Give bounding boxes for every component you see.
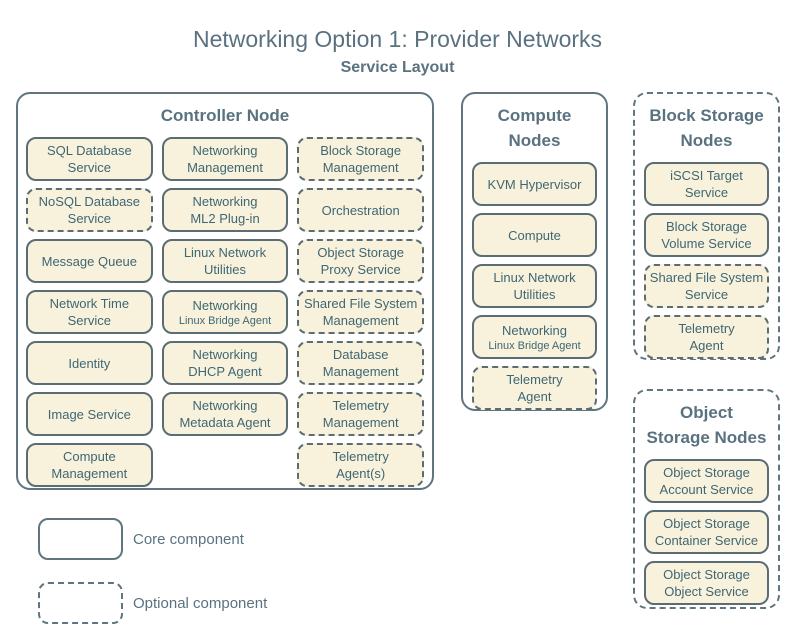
service-object-storage-object: Object Storage Object Service	[644, 561, 769, 605]
object-storage-nodes: Object Storage Nodes Object Storage Acco…	[633, 389, 780, 609]
service-message-queue: Message Queue	[26, 239, 153, 283]
service-image-service: Image Service	[26, 392, 153, 436]
core-component-label: Core component	[133, 530, 244, 548]
optional-component-label: Optional component	[133, 594, 268, 612]
service-object-storage-account: Object Storage Account Service	[644, 459, 769, 503]
service-telemetry-management: Telemetry Management	[297, 392, 425, 436]
legend-optional: Optional component	[38, 582, 267, 624]
service-database-management: Database Management	[297, 341, 425, 385]
controller-column-1: SQL Database Service NoSQL Database Serv…	[26, 137, 153, 487]
block-storage-nodes-title: Block Storage Nodes	[649, 106, 764, 150]
controller-column-3: Block Storage Management Orchestration O…	[297, 137, 425, 487]
compute-nodes: Compute Nodes KVM Hypervisor Compute Lin…	[461, 92, 608, 411]
service-compute: Compute	[472, 213, 597, 257]
block-storage-nodes: Block Storage Nodes iSCSI Target Service…	[633, 92, 780, 360]
service-networking-dhcp-agent: Networking DHCP Agent	[161, 341, 289, 385]
service-object-storage-container: Object Storage Container Service	[644, 510, 769, 554]
service-kvm-hypervisor: KVM Hypervisor	[472, 162, 597, 206]
service-networking-ml2-plugin: Networking ML2 Plug-in	[161, 188, 289, 232]
service-identity: Identity	[26, 341, 153, 385]
page-subtitle: Service Layout	[340, 59, 455, 76]
service-block-storage-management: Block Storage Management	[297, 137, 425, 181]
service-shared-file-system-management: Shared File System Management	[297, 290, 425, 334]
legend-core: Core component	[38, 518, 244, 560]
service-networking-metadata-agent: Networking Metadata Agent	[161, 392, 289, 436]
controller-columns: SQL Database Service NoSQL Database Serv…	[18, 137, 432, 487]
service-networking-linux-bridge-agent: Networking Linux Bridge Agent	[161, 290, 289, 334]
object-storage-services: Object Storage Account Service Object St…	[635, 459, 778, 605]
service-shared-file-system: Shared File System Service	[644, 264, 769, 308]
service-network-time: Network Time Service	[26, 290, 153, 334]
service-orchestration: Orchestration	[297, 188, 425, 232]
service-nosql-database: NoSQL Database Service	[26, 188, 153, 232]
page-title: Networking Option 1: Provider Networks	[192, 26, 603, 52]
compute-nodes-title: Compute Nodes	[497, 106, 572, 150]
compute-services: KVM Hypervisor Compute Linux Network Uti…	[463, 162, 606, 410]
service-sql-database: SQL Database Service	[26, 137, 153, 181]
controller-column-2: Networking Management Networking ML2 Plu…	[161, 137, 289, 487]
controller-node-title: Controller Node	[160, 106, 290, 125]
service-linux-network-utilities-compute: Linux Network Utilities	[472, 264, 597, 308]
service-block-storage-volume: Block Storage Volume Service	[644, 213, 769, 257]
service-telemetry-agent-block: Telemetry Agent	[644, 315, 769, 359]
service-telemetry-agent-compute: Telemetry Agent	[472, 366, 597, 410]
optional-component-swatch	[38, 582, 123, 624]
service-networking-linux-bridge-agent-compute: Networking Linux Bridge Agent	[472, 315, 597, 359]
service-compute-management: Compute Management	[26, 443, 153, 487]
core-component-swatch	[38, 518, 123, 560]
controller-node: Controller Node SQL Database Service NoS…	[16, 92, 434, 490]
object-storage-nodes-title: Object Storage Nodes	[646, 403, 767, 447]
service-iscsi-target: iSCSI Target Service	[644, 162, 769, 206]
service-networking-management: Networking Management	[161, 137, 289, 181]
service-object-storage-proxy: Object Storage Proxy Service	[297, 239, 425, 283]
service-telemetry-agents: Telemetry Agent(s)	[297, 443, 425, 487]
block-storage-services: iSCSI Target Service Block Storage Volum…	[635, 162, 778, 359]
service-linux-network-utilities: Linux Network Utilities	[161, 239, 289, 283]
